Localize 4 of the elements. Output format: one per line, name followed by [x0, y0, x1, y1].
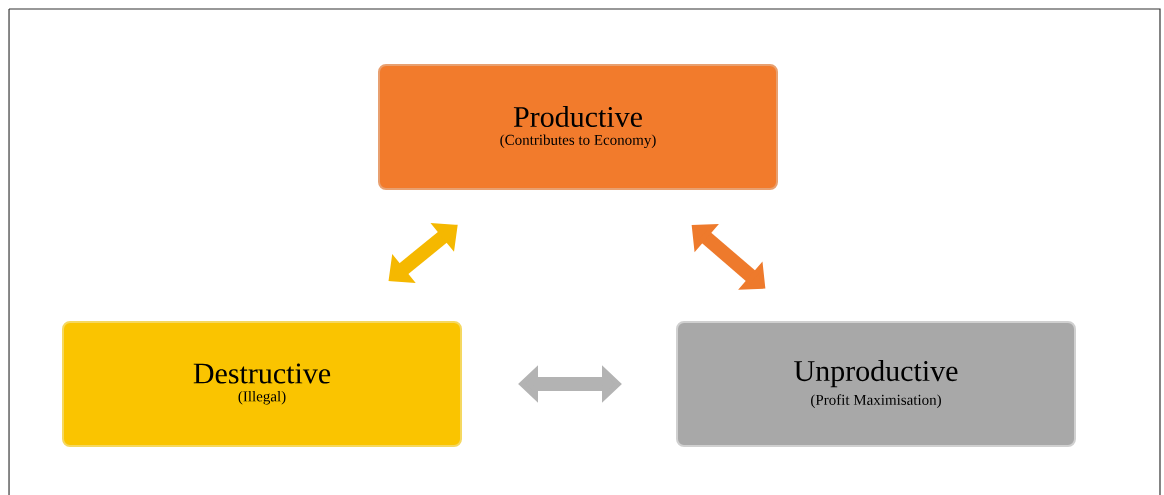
- box: Productive (Contributes to Economy): [378, 64, 778, 190]
- box: Unproductive (Profit Maximisation): [676, 321, 1076, 447]
- double-arrow: [388, 222, 458, 283]
- box: Destructive (Illegal): [62, 321, 462, 447]
